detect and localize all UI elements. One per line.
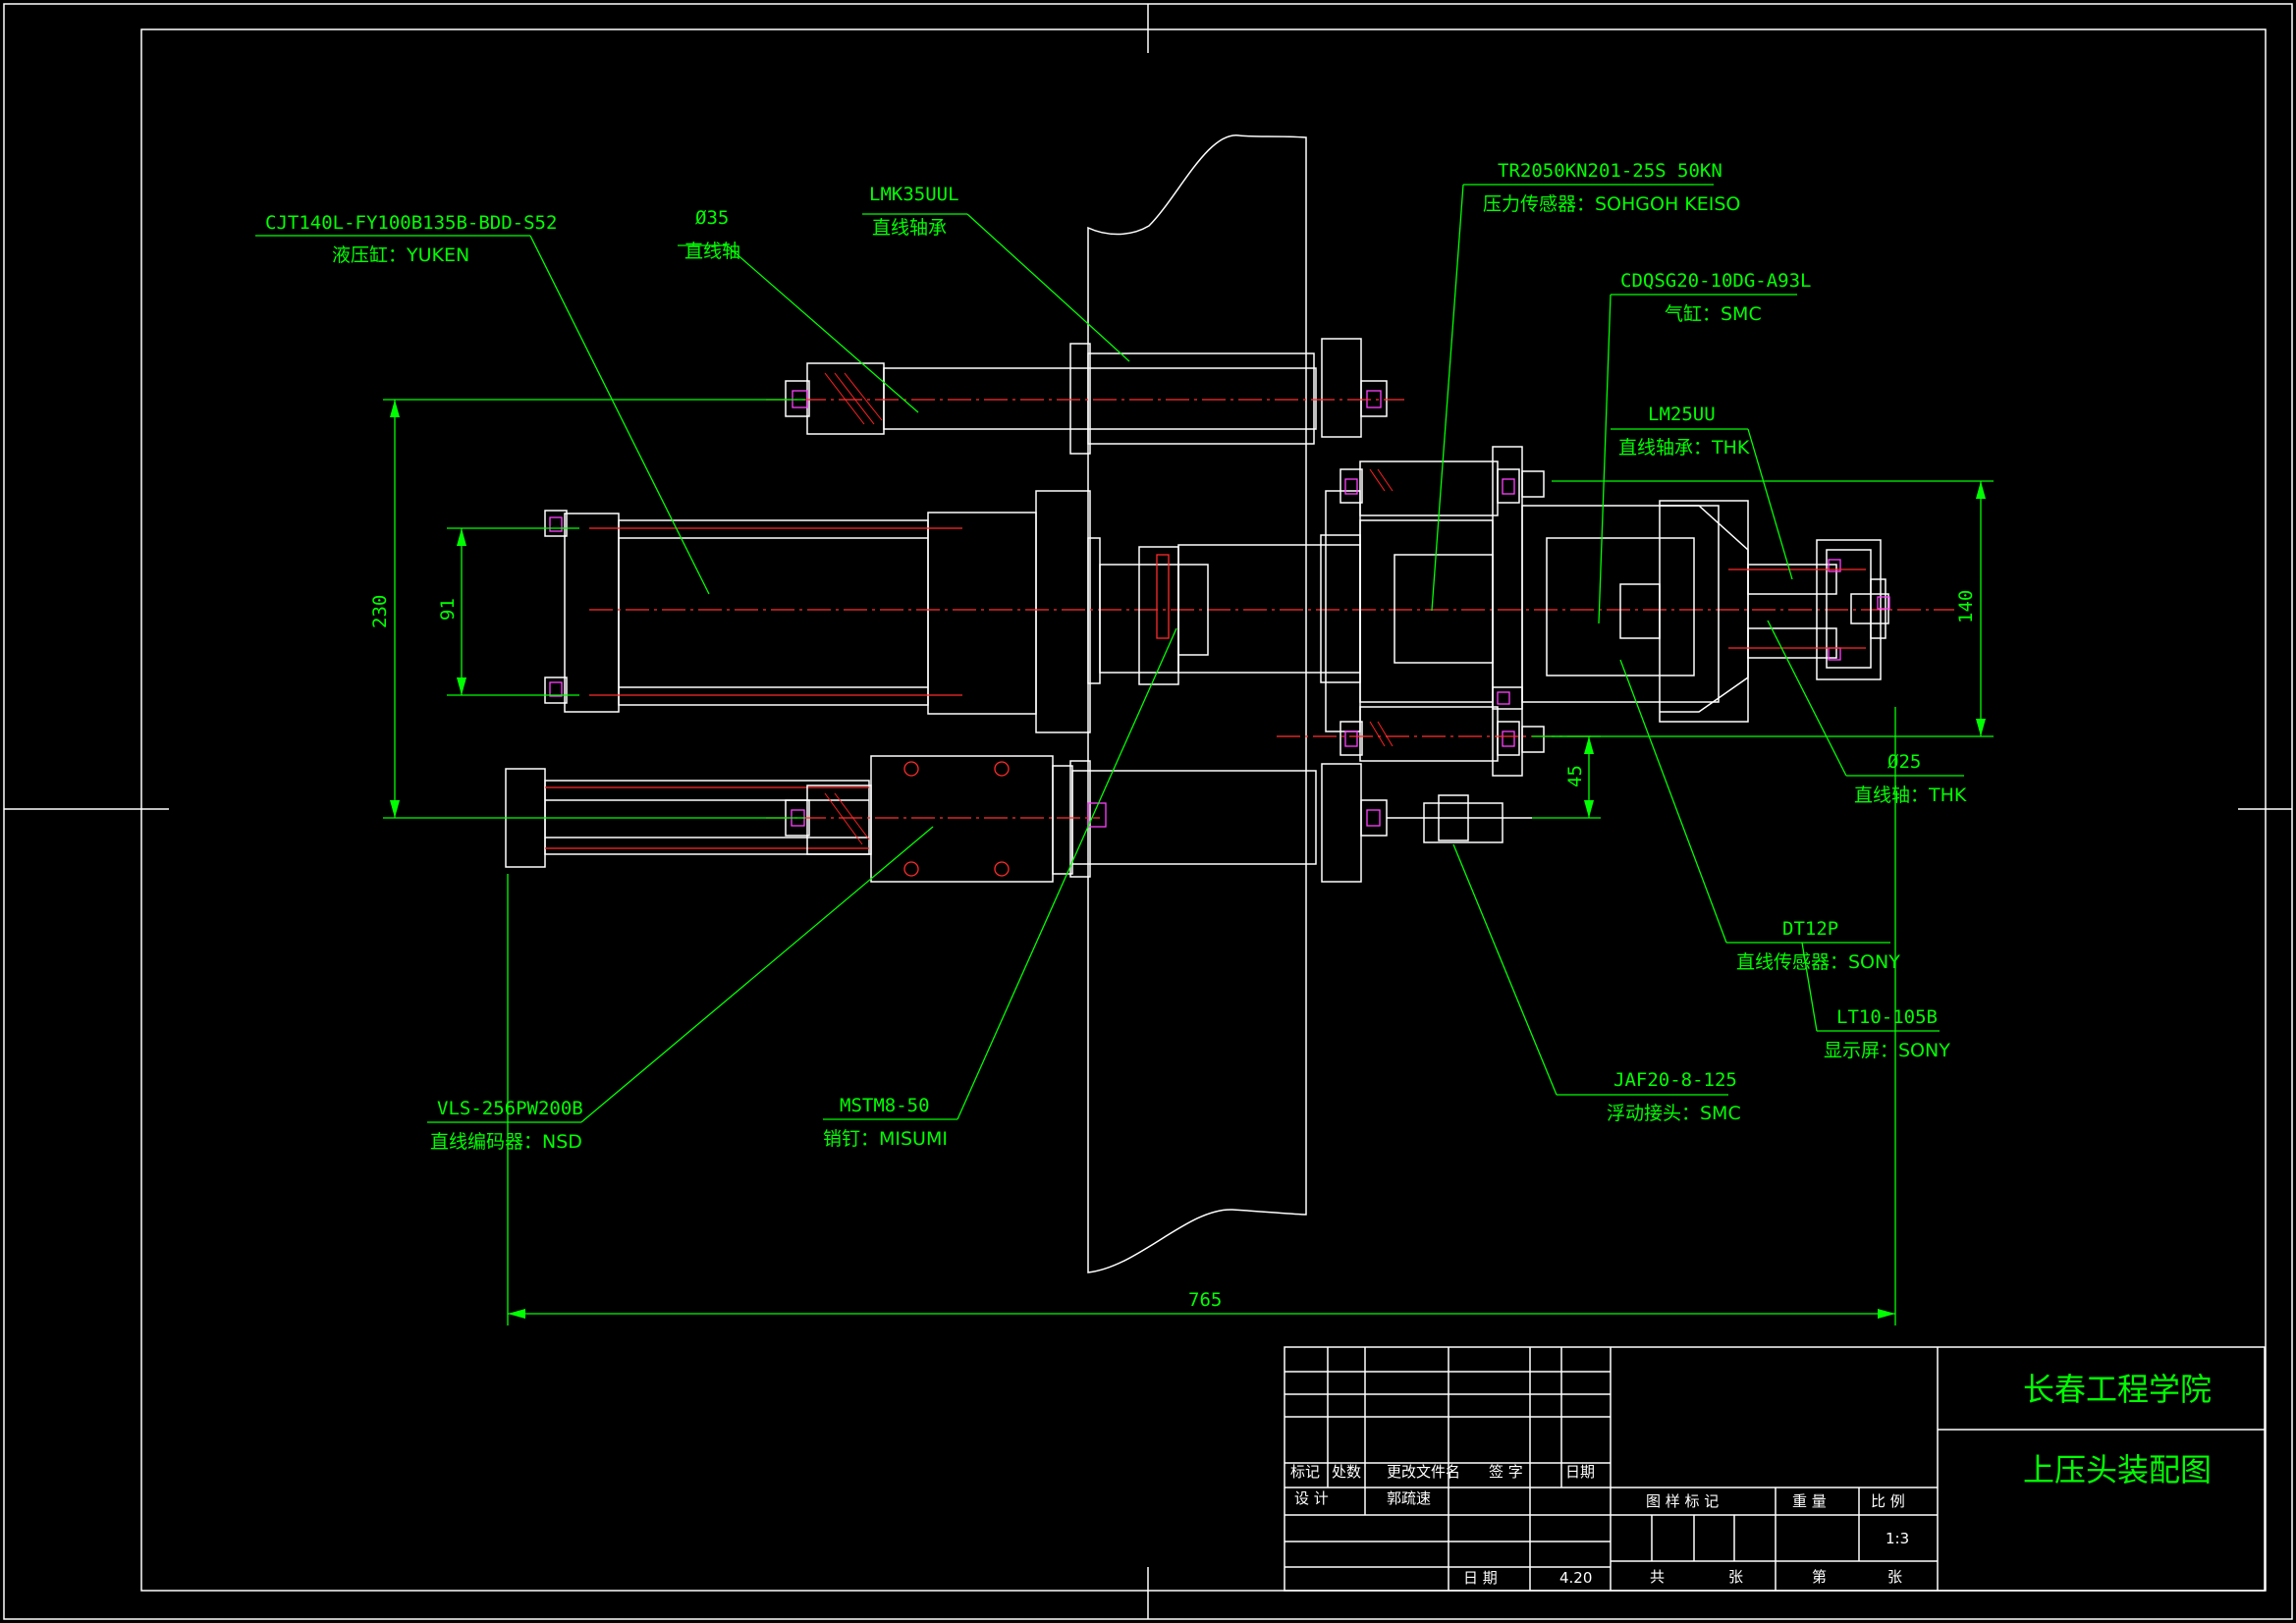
tb-stage-label: 图 样 标 记	[1646, 1492, 1719, 1510]
tb-design-label: 设 计	[1294, 1489, 1329, 1507]
upper-shaft-right-nut	[1360, 380, 1388, 417]
encoder-carriage	[870, 755, 1054, 883]
cyl-rear-cap	[564, 513, 620, 713]
leader-lines	[255, 184, 1964, 1123]
lower-shaft-flange	[1069, 760, 1091, 878]
bearing25-model: LM25UU	[1648, 404, 1716, 425]
dim-140: 140	[1955, 590, 1977, 623]
tb-designer: 郭疏速	[1387, 1489, 1431, 1507]
lower-shaft-body	[1071, 770, 1317, 865]
tb-total-unit: 张	[1728, 1568, 1743, 1586]
air-cylinder-model: CDQSG20-10DG-A93L	[1620, 270, 1811, 292]
linear-sensor-desc: 直线传感器：SONY	[1736, 951, 1900, 973]
dim-45: 45	[1564, 765, 1586, 787]
tb-scale-label: 比 例	[1871, 1492, 1905, 1510]
tb-sheet-unit: 张	[1887, 1568, 1902, 1586]
dimensions	[383, 399, 1994, 1325]
press-tip-housing	[1816, 539, 1882, 680]
dim-91: 91	[437, 598, 459, 621]
bearing35-model: LMK35UUL	[869, 184, 959, 205]
bearing35-desc: 直线轴承	[872, 217, 947, 239]
cyl-tube	[618, 519, 929, 706]
air-cylinder-desc: 气缸：SMC	[1665, 303, 1762, 325]
pin-desc: 销钉：MISUMI	[823, 1128, 948, 1150]
tb-header-sign: 签 字	[1489, 1463, 1523, 1481]
display-model: LT10-105B	[1836, 1006, 1938, 1028]
floating-joint-body	[1423, 802, 1503, 843]
hydraulic-cylinder-model: CJT140L-FY100B135B-BDD-S52	[265, 212, 557, 234]
lower-shaft-and-encoder	[505, 735, 1591, 883]
bearing25-desc: 直线轴承：THK	[1618, 437, 1750, 459]
title-block: 标记 处数 更改文件名 签 字 日期 设 计 郭疏速 日 期 4.20 图 样 …	[1284, 1346, 2266, 1592]
mid-support-left	[1359, 460, 1499, 516]
pin-model: MSTM8-50	[840, 1095, 930, 1116]
tb-header-count: 处数	[1332, 1463, 1361, 1481]
shaft35-desc: 直线轴	[684, 241, 740, 262]
shaft25-desc: 直线轴：THK	[1854, 784, 1967, 806]
tb-date-label: 日 期	[1463, 1569, 1498, 1587]
upper-bearing-body	[1087, 352, 1315, 445]
dimension-arrows	[390, 400, 1986, 1319]
upper-shaft-nut	[785, 380, 810, 417]
tb-total-label: 共	[1650, 1568, 1665, 1586]
cyl-front-head	[927, 512, 1037, 715]
linear-sensor-model: DT12P	[1782, 918, 1838, 940]
cyl-flange	[1035, 490, 1091, 733]
load-cell-body	[1359, 519, 1494, 703]
mid-support-left-low	[1359, 706, 1499, 762]
machine-plate	[1087, 135, 1307, 1273]
load-cell-model: TR2050KN201-25S 50KN	[1498, 160, 1722, 182]
drawing-frame	[140, 28, 2267, 1592]
encoder-model: VLS-256PW200B	[437, 1098, 583, 1119]
centering-marks	[4, 4, 2292, 1619]
press-head	[1492, 446, 1890, 777]
tb-scale-value: 1:3	[1886, 1530, 1909, 1547]
load-cell-desc: 压力传感器：SOHGOH KEISO	[1483, 193, 1740, 215]
upper-bearing-flange	[1069, 343, 1091, 455]
upper-shaft-right-support	[1321, 338, 1362, 438]
display-desc: 显示屏：SONY	[1824, 1040, 1950, 1061]
lower-right-support	[1321, 763, 1362, 883]
air-cylinder-body	[1521, 505, 1720, 703]
tb-header-file: 更改文件名	[1387, 1463, 1460, 1481]
dim-765: 765	[1188, 1289, 1222, 1311]
floating-joint-desc: 浮动接头：SMC	[1607, 1103, 1741, 1124]
tb-date-value: 4.20	[1559, 1569, 1592, 1587]
dim-230: 230	[369, 595, 391, 628]
tb-school: 长春工程学院	[2023, 1371, 2212, 1408]
encoder-desc: 直线编码器：NSD	[430, 1131, 582, 1153]
tb-header-date: 日期	[1565, 1463, 1595, 1481]
shaft35-model: Ø35	[695, 207, 729, 229]
pressure-plate	[1325, 490, 1361, 732]
hydraulic-cylinder	[544, 490, 1954, 733]
upper-shaft-assembly	[766, 338, 1404, 455]
floating-joint-model: JAF20-8-125	[1613, 1069, 1737, 1091]
upper-shaft-body	[883, 367, 1317, 430]
tb-drawing-title: 上压头装配图	[2023, 1451, 2212, 1488]
bearing-housing-right	[1659, 500, 1749, 723]
rod-and-load-cell	[1087, 460, 1499, 762]
hydraulic-cylinder-desc: 液压缸：YUKEN	[332, 244, 469, 266]
tb-weight-label: 重 量	[1792, 1492, 1827, 1510]
tb-sheet-label: 第	[1812, 1568, 1827, 1586]
shaft25-model: Ø25	[1887, 751, 1921, 773]
tb-header-mark: 标记	[1290, 1463, 1320, 1481]
